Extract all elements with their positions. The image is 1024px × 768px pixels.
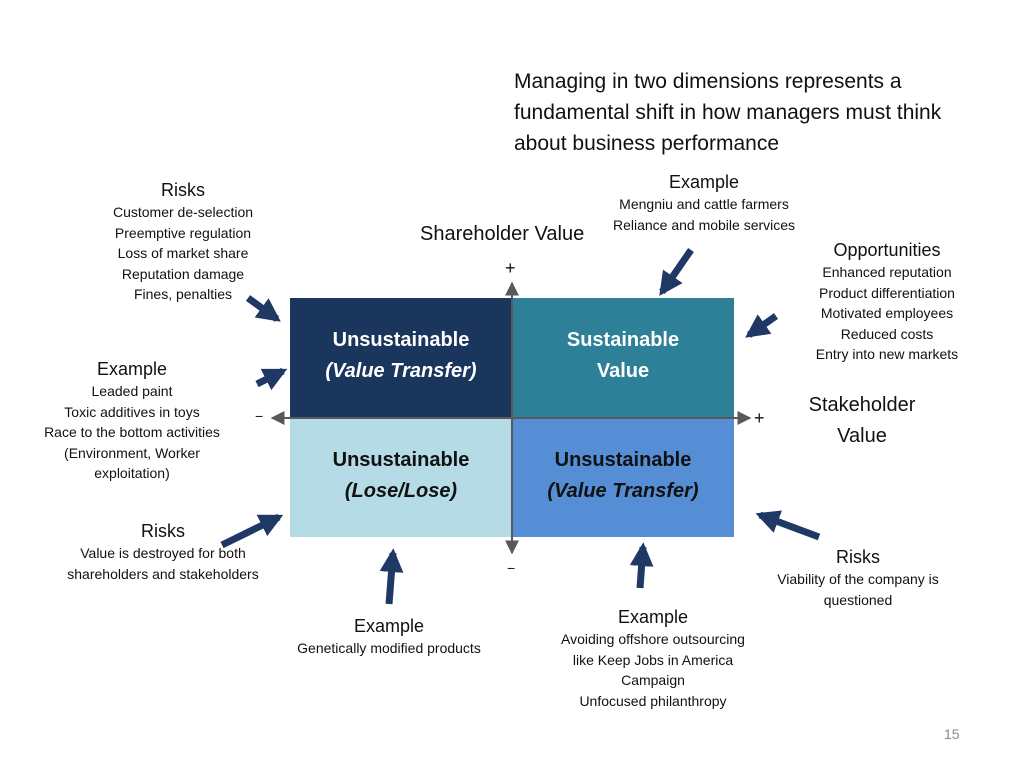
risks-top-left-block: Risks Customer de-selection Preemptive r…: [78, 179, 288, 305]
x-axis-label-line: Value: [837, 425, 887, 447]
quadrant-bottom-right: Unsustainable (Value Transfer): [512, 418, 734, 537]
list-item: questioned: [823, 591, 893, 608]
example-bottom-right-block: Example Avoiding offshore outsourcing li…: [538, 606, 768, 711]
list-item: Reputation damage: [121, 265, 245, 282]
example-left-block: Example Leaded paint Toxic additives in …: [22, 358, 242, 484]
list-item: (Environment, Worker: [64, 444, 200, 461]
list-item: Preemptive regulation: [114, 224, 252, 241]
arrow-example-bottom-left: [379, 548, 404, 605]
block-title: Risks: [836, 547, 880, 567]
quadrant-bottom-left: Unsustainable (Lose/Lose): [290, 418, 512, 537]
list-item: Motivated employees: [820, 305, 954, 321]
quadrant-title: Sustainable: [566, 329, 680, 351]
y-axis-minus-sign: −: [507, 560, 516, 576]
arrow-risks-top-left: [245, 295, 281, 322]
quadrant-title: Unsustainable: [554, 448, 692, 471]
y-axis-plus-sign: +: [505, 258, 516, 278]
block-title: Example: [96, 359, 168, 379]
list-item: Genetically modified products: [297, 640, 481, 656]
list-item: like Keep Jobs in America: [572, 651, 734, 668]
block-title: Risks: [161, 180, 205, 200]
example-top-block: Example Mengniu and cattle farmers Relia…: [594, 171, 814, 235]
list-item: Value is destroyed for both: [80, 545, 246, 561]
block-title: Example: [353, 616, 425, 636]
page-number: 15: [944, 726, 960, 742]
x-axis-label: Stakeholder Value: [790, 390, 934, 452]
block-title: Opportunities: [833, 240, 941, 260]
arrow-risks-bottom-left: [220, 513, 284, 549]
arrow-example-left: [255, 367, 288, 391]
block-title: Example: [617, 607, 689, 627]
quadrant-subtitle: (Lose/Lose): [344, 479, 458, 502]
list-item: Race to the bottom activities: [44, 424, 220, 440]
arrow-opportunities: [745, 313, 779, 338]
list-item: Viability of the company is: [777, 571, 939, 587]
example-bottom-left-block: Example Genetically modified products: [278, 615, 500, 659]
list-item: Toxic additives in toys: [64, 403, 200, 420]
list-item: Enhanced reputation: [822, 264, 952, 280]
y-axis-label: Shareholder Value: [420, 223, 585, 245]
quadrant-title: Unsustainable: [332, 329, 470, 351]
block-title: Risks: [141, 521, 185, 541]
list-item: Mengniu and cattle farmers: [619, 196, 789, 212]
opportunities-block: Opportunities Enhanced reputation Produc…: [790, 239, 984, 365]
list-item: Product differentiation: [819, 284, 955, 301]
list-item: Reliance and mobile services: [612, 216, 796, 233]
list-item: Entry into new markets: [815, 346, 959, 362]
block-title: Example: [668, 172, 740, 192]
slide-headline: Managing in two dimensions represents a …: [514, 70, 942, 155]
x-axis-minus-sign: −: [255, 408, 264, 424]
list-item: Customer de-selection: [112, 204, 254, 220]
risks-bottom-right-block: Risks Viability of the company is questi…: [752, 546, 964, 610]
list-item: Loss of market share: [117, 245, 249, 261]
list-item: Reduced costs: [840, 325, 934, 342]
list-item: Unfocused philanthropy: [579, 692, 727, 709]
list-item: Leaded paint: [91, 383, 173, 399]
x-axis-plus-sign: +: [754, 408, 765, 428]
quadrant-top-left: Unsustainable (Value Transfer): [290, 298, 512, 418]
quadrant-subtitle: (Value Transfer): [325, 360, 477, 382]
arrow-example-top: [659, 248, 694, 296]
x-axis-label-line: Stakeholder: [808, 394, 916, 416]
arrow-risks-bottom-right: [755, 510, 821, 541]
list-item: shareholders and stakeholders: [67, 565, 259, 582]
quadrant-title: Unsustainable: [332, 448, 470, 471]
quadrant-subtitle: Value: [596, 360, 650, 382]
risks-bottom-left-block: Risks Value is destroyed for both shareh…: [42, 520, 284, 584]
list-item: exploitation): [94, 465, 170, 481]
quadrant-subtitle: (Value Transfer): [547, 479, 699, 502]
arrow-example-bottom-right: [629, 542, 654, 589]
list-item: Fines, penalties: [133, 286, 233, 302]
list-item: Avoiding offshore outsourcing: [561, 631, 745, 647]
list-item: Campaign: [621, 672, 685, 688]
quadrant-top-right: Sustainable Value: [512, 298, 734, 418]
